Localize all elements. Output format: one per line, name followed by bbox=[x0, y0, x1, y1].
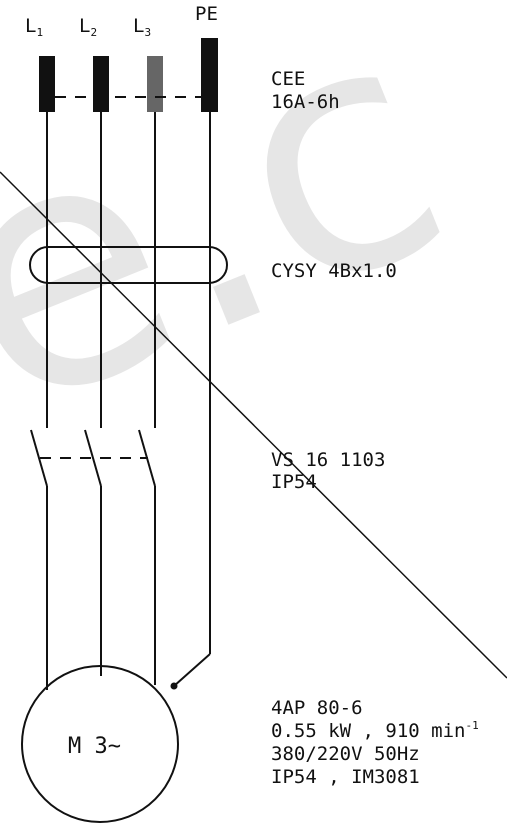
cable-sheath bbox=[29, 246, 228, 284]
main-switch bbox=[30, 429, 156, 487]
switch-blade-l1 bbox=[30, 429, 48, 487]
terminal-pe-label: PE bbox=[195, 3, 218, 25]
plug-contact-pe bbox=[201, 38, 218, 112]
motor-model-label: 4AP 80-6 bbox=[271, 697, 363, 719]
motor-power-label: 0.55 kW , 910 min-1 bbox=[271, 719, 479, 742]
cee-plug-contacts bbox=[39, 38, 218, 112]
plug-contact-l1 bbox=[39, 56, 55, 112]
switch-blade-l2 bbox=[84, 429, 102, 487]
switch-label-line2: IP54 bbox=[271, 471, 317, 493]
terminal-labels: L1 L2 L3 PE bbox=[25, 3, 218, 39]
terminal-l3-label: L3 bbox=[133, 15, 151, 39]
terminal-l2-label: L2 bbox=[79, 15, 97, 39]
terminal-l1-label: L1 bbox=[25, 15, 43, 39]
ground-junction-dot bbox=[170, 682, 178, 690]
pe-ground-connection bbox=[173, 653, 211, 687]
motor-supply-label: 380/220V 50Hz bbox=[271, 743, 420, 765]
connector-label-line2: 16A-6h bbox=[271, 91, 340, 113]
diagonal-strike-line bbox=[0, 171, 507, 679]
component-labels: CEE 16A-6h CYSY 4Bx1.0 VS 16 1103 IP54 4… bbox=[271, 68, 479, 788]
watermark-text: e.c bbox=[0, 0, 490, 486]
switch-label-line1: VS 16 1103 bbox=[271, 449, 385, 471]
motor-symbol-circle bbox=[21, 665, 179, 823]
conductors bbox=[46, 112, 211, 690]
cable-label: CYSY 4Bx1.0 bbox=[271, 260, 397, 282]
connector-label-line1: CEE bbox=[271, 68, 305, 90]
plug-contact-l3 bbox=[147, 56, 163, 112]
motor-protection-label: IP54 , IM3081 bbox=[271, 766, 420, 788]
plug-contact-l2 bbox=[93, 56, 109, 112]
motor-symbol-label: M 3~ bbox=[68, 734, 121, 759]
